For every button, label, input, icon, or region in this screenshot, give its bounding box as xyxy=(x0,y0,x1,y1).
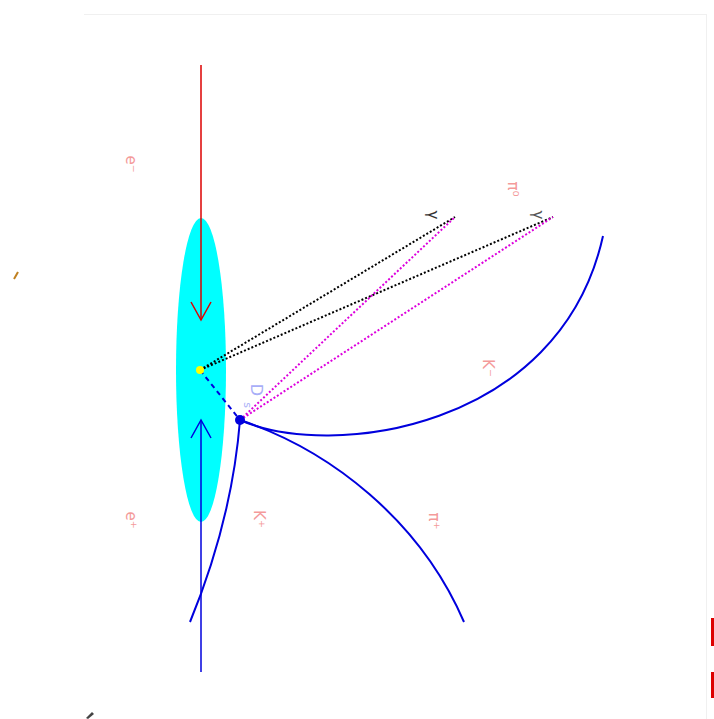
photon-label: γ xyxy=(425,211,440,220)
frame-edge xyxy=(84,14,706,15)
beam-arrow xyxy=(191,420,211,438)
stray-mark xyxy=(86,712,94,719)
photon-track xyxy=(200,217,455,370)
stray-mark xyxy=(711,672,714,698)
particle-label: e⁻ xyxy=(123,155,138,172)
stray-mark xyxy=(14,272,18,279)
positron-beam xyxy=(200,420,202,672)
subscript-label: s xyxy=(242,402,253,408)
photon-track xyxy=(240,217,553,420)
beam-arrow xyxy=(191,302,211,320)
photon-track xyxy=(200,217,553,370)
particle-label: π⁺ xyxy=(426,513,441,530)
photon-track xyxy=(240,217,455,420)
frame-edge xyxy=(706,14,707,719)
particle-label: K⁻ xyxy=(480,359,495,377)
primary-vertex xyxy=(196,366,204,374)
kaon-track xyxy=(240,236,603,435)
particle-label: K⁺ xyxy=(251,510,266,528)
particle-label: e⁺ xyxy=(123,511,138,528)
pion-track xyxy=(240,420,464,622)
kaon-track xyxy=(190,420,240,622)
ds-flight-path xyxy=(200,370,240,420)
particle-label: D xyxy=(248,384,264,396)
electron-beam xyxy=(200,65,202,320)
particle-label: π⁰ xyxy=(505,181,520,196)
stray-mark xyxy=(711,618,714,646)
decay-vertex xyxy=(235,415,245,425)
photon-label: γ xyxy=(530,211,545,220)
